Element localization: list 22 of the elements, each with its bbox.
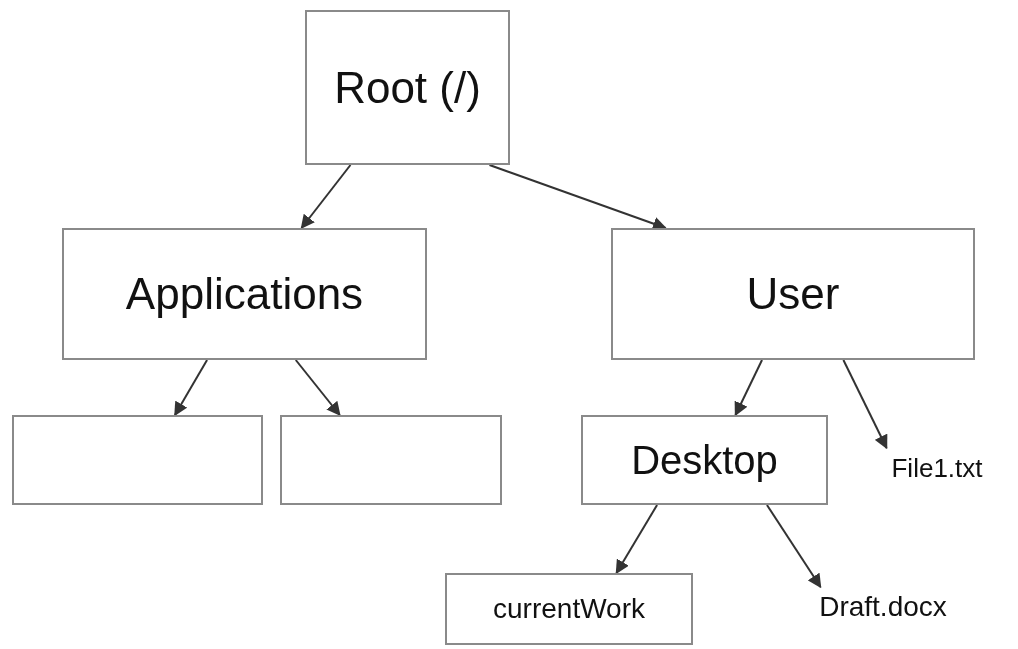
folder-name: currentWork: [493, 593, 645, 625]
arrow: [734, 359, 764, 417]
folder-box: [12, 415, 263, 505]
folder-name: Root (/): [334, 62, 481, 113]
folder-box: [611, 228, 975, 360]
arrow: [842, 359, 888, 450]
arrow: [488, 164, 667, 231]
folder-name: Applications: [125, 269, 364, 319]
arrow: [615, 504, 659, 575]
arrow: [294, 359, 341, 417]
folder-name: Desktop: [631, 437, 778, 483]
folder-name: User: [746, 269, 840, 319]
file-name: Draft.docx: [819, 591, 947, 623]
arrow: [173, 359, 209, 417]
arrow: [766, 504, 822, 589]
folder-box: [62, 228, 427, 360]
file-name: File1.txt: [891, 452, 983, 484]
folder-box: [280, 415, 502, 505]
folder-box: [445, 573, 693, 645]
folder-box: [581, 415, 828, 505]
arrow: [300, 164, 352, 230]
folder-box: [305, 10, 510, 165]
